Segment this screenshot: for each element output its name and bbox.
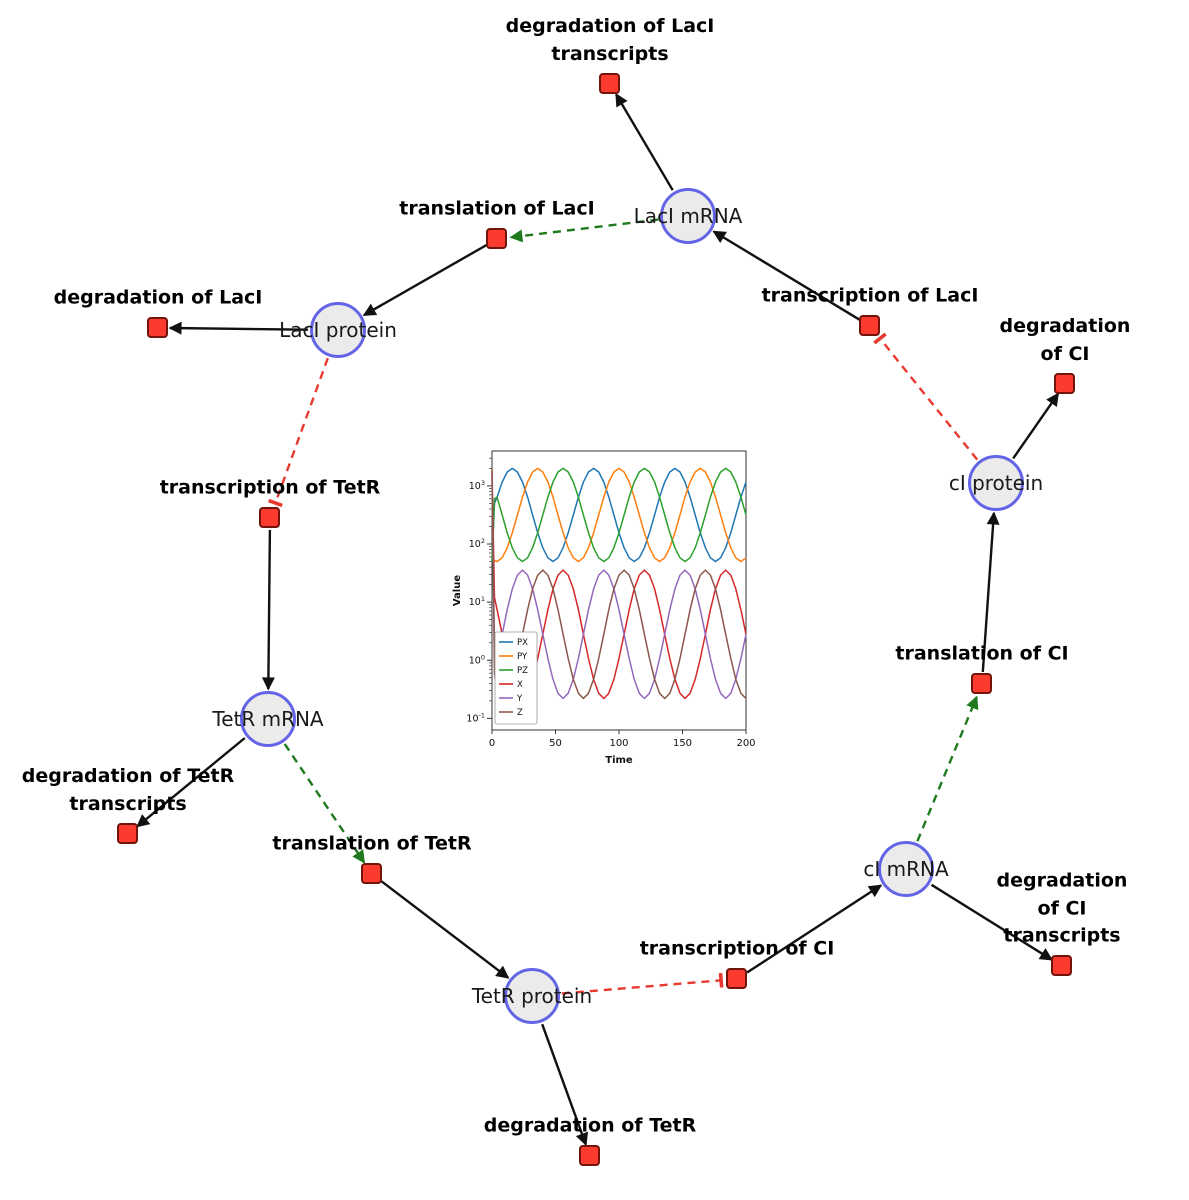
- y-axis-label: Value: [452, 575, 463, 606]
- edge-tetr-protein-inhibits-transcription-ci: [561, 972, 724, 995]
- reaction-node-degradation-laci-transcripts: [599, 73, 620, 94]
- legend-entry-PY: PY: [517, 652, 528, 662]
- y-tick-label: 100: [469, 653, 485, 666]
- series-line-PZ: [491, 467, 747, 563]
- species-label-tetr-mrna: TetR mRNA: [212, 707, 324, 731]
- edge-tetr-mrna-modifier-translation: [283, 743, 366, 864]
- species-node-ci-protein: [968, 455, 1024, 511]
- edge-tetr-mrna-to-degradation-transcripts: [136, 737, 246, 828]
- edge-ci-protein-to-degradation: [1012, 392, 1060, 460]
- edge-laci-mrna-modifier-translation: [509, 218, 659, 243]
- y-tick-label: 101: [469, 595, 485, 608]
- species-node-tetr-mrna: [240, 691, 296, 747]
- reaction-label-degradation-laci-transcripts: degradation of LacI transcripts: [505, 14, 715, 65]
- reaction-node-degradation-tetr: [579, 1145, 600, 1166]
- reaction-label-degradation-ci: degradation of CI: [999, 314, 1131, 365]
- species-node-laci-mrna: [660, 188, 716, 244]
- x-tick-label: 100: [609, 738, 628, 749]
- series-line-Z: [491, 468, 747, 700]
- reaction-label-transcription-ci: transcription of CI: [639, 937, 835, 960]
- edge-ci-mrna-to-degradation-transcripts: [930, 883, 1054, 961]
- edge-translation-laci-to-laci-protein: [362, 243, 488, 317]
- reaction-node-translation-laci: [486, 228, 507, 249]
- edge-laci-mrna-to-degradation-transcripts: [615, 93, 674, 191]
- reaction-label-degradation-tetr-transcripts: degradation of TetR transcripts: [21, 764, 235, 815]
- edge-transcription-ci-to-ci-mrna: [746, 884, 883, 974]
- legend-box: [494, 631, 538, 725]
- edge-translation-tetr-to-tetr-protein: [380, 880, 510, 979]
- reaction-node-transcription-tetr: [259, 507, 280, 528]
- species-node-ci-mrna: [878, 841, 934, 897]
- reaction-label-degradation-laci: degradation of LacI: [53, 286, 263, 309]
- species-label-ci-protein: cI protein: [948, 471, 1044, 495]
- edge-ci-mrna-modifier-translation: [916, 695, 979, 842]
- edge-laci-protein-inhibits-transcription-tetr: [268, 357, 329, 508]
- series-line-Y: [491, 475, 747, 700]
- species-label-tetr-protein: TetR protein: [471, 984, 593, 1008]
- reaction-label-transcription-laci: transcription of LacI: [761, 284, 979, 307]
- legend-entry-Z: Z: [517, 708, 523, 718]
- y-tick-label: 102: [469, 537, 485, 550]
- reaction-node-degradation-ci-transcripts: [1051, 955, 1072, 976]
- reaction-node-transcription-laci: [859, 315, 880, 336]
- reaction-label-transcription-tetr: transcription of TetR: [159, 476, 381, 499]
- reaction-label-degradation-tetr: degradation of TetR: [483, 1114, 697, 1137]
- x-tick-label: 150: [673, 738, 692, 749]
- species-label-laci-protein: LacI protein: [279, 318, 397, 342]
- legend-entry-PZ: PZ: [517, 666, 528, 676]
- reaction-label-translation-tetr: translation of TetR: [272, 832, 472, 855]
- reaction-label-translation-laci: translation of LacI: [399, 197, 595, 220]
- edge-ci-protein-inhibits-transcription-laci: [873, 332, 979, 461]
- reaction-node-degradation-tetr-transcripts: [117, 823, 138, 844]
- y-tick-label: 10-1: [466, 711, 485, 724]
- x-tick-label: 200: [736, 738, 755, 749]
- x-tick-label: 50: [549, 738, 562, 749]
- reaction-label-translation-ci: translation of CI: [895, 642, 1069, 665]
- edge-laci-protein-to-degradation: [168, 321, 309, 335]
- species-label-laci-mrna: LacI mRNA: [633, 204, 743, 228]
- legend-entry-PX: PX: [517, 638, 528, 648]
- edge-transcription-tetr-to-tetr-mrna: [261, 529, 275, 691]
- species-node-laci-protein: [310, 302, 366, 358]
- y-tick-label: 103: [469, 479, 485, 492]
- reaction-node-degradation-laci: [147, 317, 168, 338]
- series-line-PX: [491, 467, 747, 563]
- reaction-node-translation-tetr: [361, 863, 382, 884]
- x-axis-label: Time: [605, 755, 633, 766]
- legend-entry-X: X: [517, 680, 523, 690]
- species-node-tetr-protein: [504, 968, 560, 1024]
- edge-transcription-laci-to-laci-mrna: [712, 230, 861, 321]
- edge-tetr-protein-to-degradation: [541, 1023, 589, 1147]
- edge-translation-ci-to-ci-protein: [981, 511, 1000, 673]
- legend-entry-Y: Y: [516, 694, 523, 704]
- series-line-PY: [491, 467, 747, 563]
- species-label-ci-mrna: cI mRNA: [863, 857, 949, 881]
- x-tick-label: 0: [489, 738, 495, 749]
- reaction-node-translation-ci: [971, 673, 992, 694]
- reaction-node-transcription-ci: [726, 968, 747, 989]
- reaction-node-degradation-ci: [1054, 373, 1075, 394]
- reaction-label-degradation-ci-transcripts: degradation of CI transcripts: [996, 869, 1128, 947]
